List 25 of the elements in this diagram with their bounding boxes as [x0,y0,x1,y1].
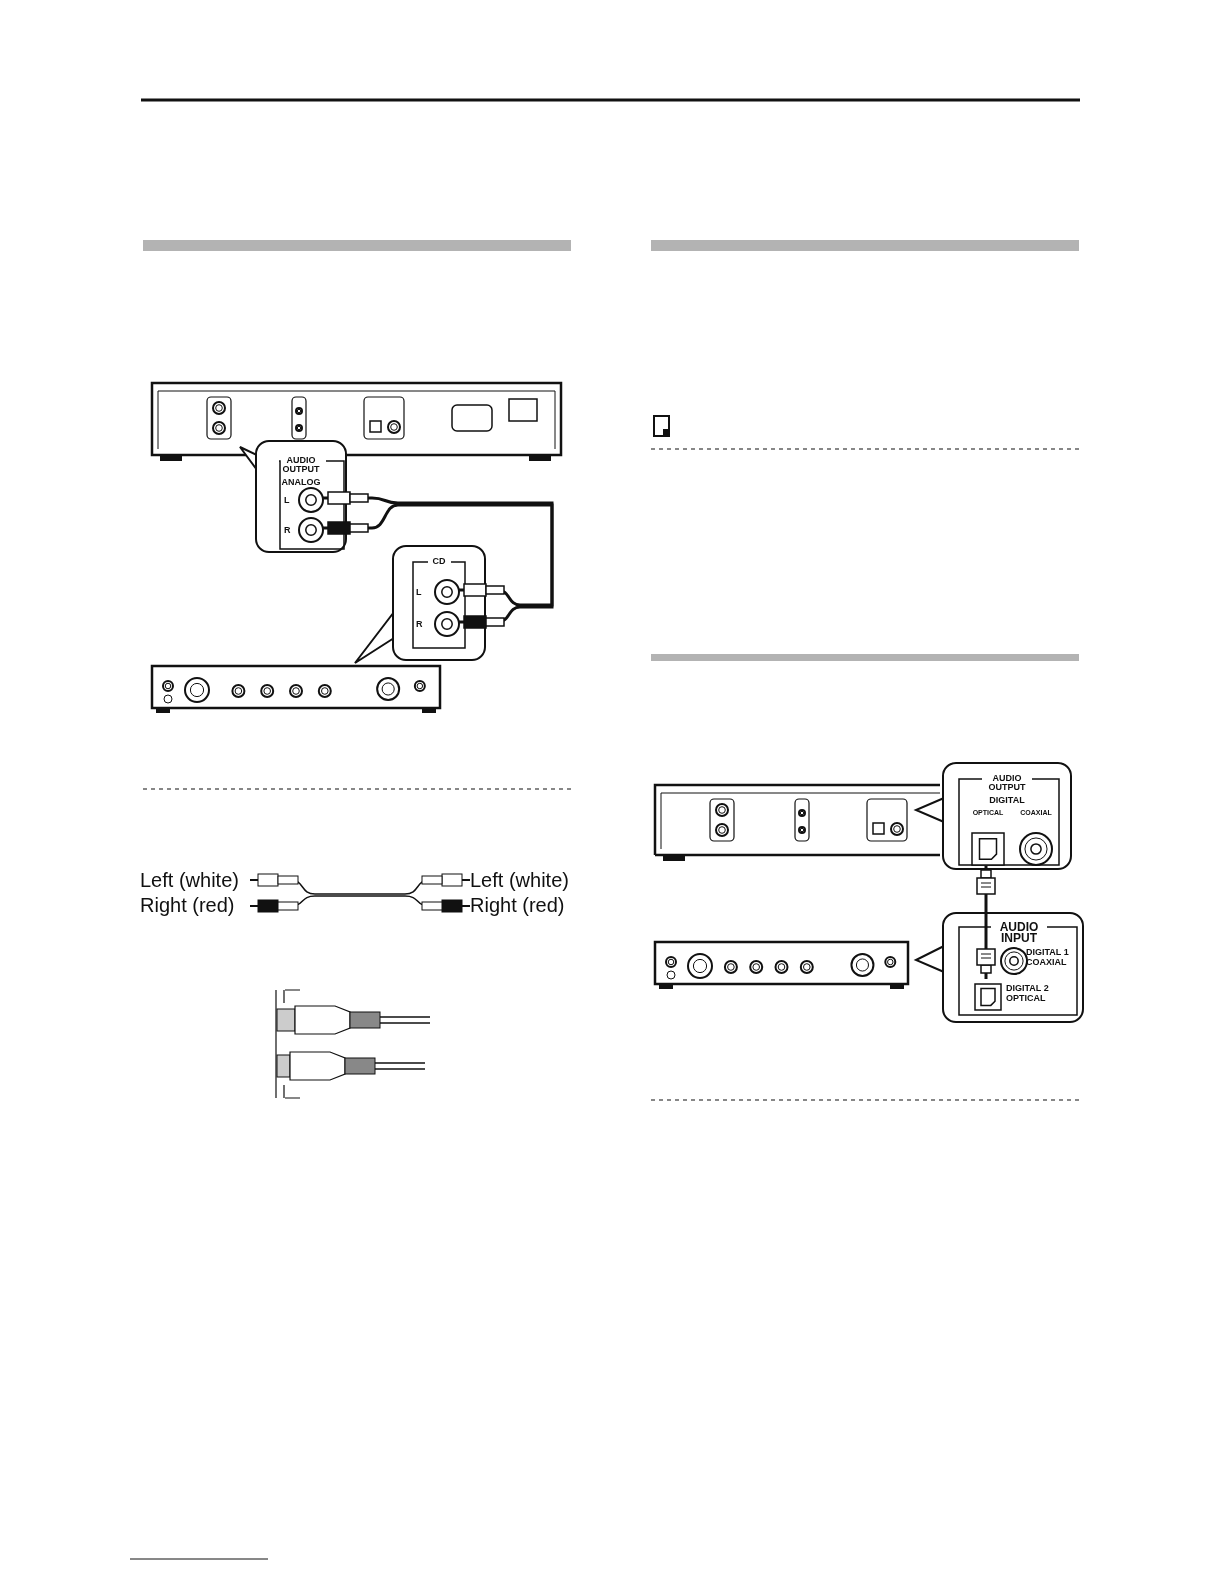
jack-connector [282,487,324,513]
panel-heading: AUDIO OUTPUT [987,774,1027,792]
panel-heading: AUDIO OUTPUT [281,456,321,474]
audio-cable [322,503,554,624]
panel-heading: AUDIO INPUT [998,922,1040,944]
jack-label: R [416,619,423,629]
cable-label: Right (red) [140,894,235,916]
jack-connector [414,611,460,637]
jack-connector [282,517,324,543]
cable-label: Left (white) [470,869,569,891]
optical-cable [984,866,988,979]
panel-subheading: DIGITAL [988,796,1026,805]
jack-label: R [284,525,291,535]
jack-label: L [416,587,422,597]
cable-label: Left (white) [140,869,239,891]
callout-panel [942,762,1072,870]
cable-label: Right (red) [470,894,565,916]
panel-subheading: ANALOG [280,478,322,487]
jack-label: DIGITAL 2 OPTICAL [1006,983,1050,1003]
panel-heading: CD [431,557,447,566]
jack-label: L [284,495,290,505]
audio-cable [322,496,554,607]
jack-connector [414,579,460,605]
callout-panel [942,912,1084,1023]
callout-panel [255,440,347,553]
